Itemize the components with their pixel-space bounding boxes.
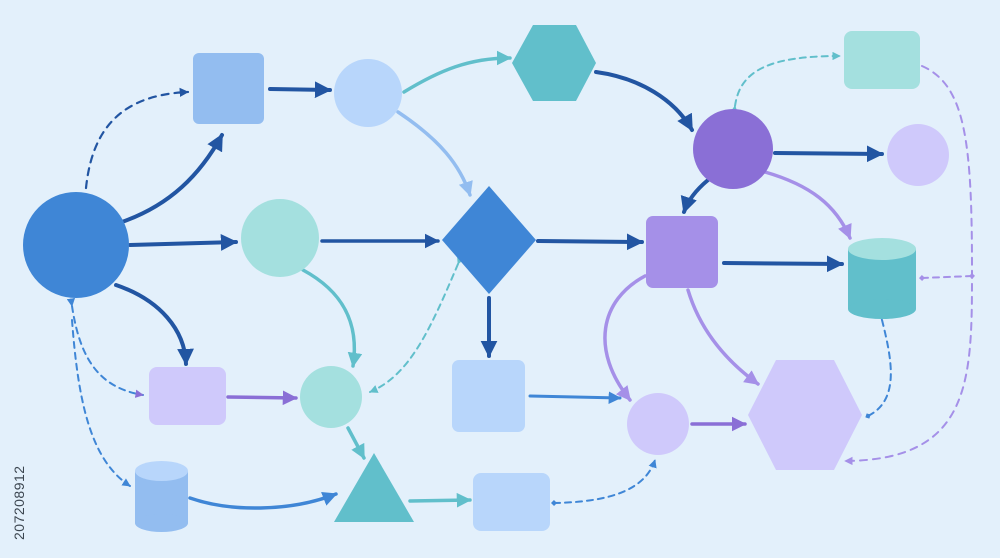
connector-pale-square-to-lavender-circle [528,391,622,405]
node-lavender-rect-left [149,367,226,425]
connector-top-square-to-hexagon-dashed [844,65,974,466]
node-big-blue-circle [23,192,129,298]
node-blue-diamond [442,186,536,294]
connector-diamond-to-small-teal-circle-dashed [369,255,465,393]
connector-small-teal-circle-to-triangle [346,426,366,460]
connector-purple-circle-to-cylinder [763,170,852,240]
node-pale-blue-circle [334,59,402,127]
connector-purple-square-to-lavender-circle [603,274,647,402]
node-pale-rect-bottom [473,473,550,531]
node-purple-square [646,216,718,288]
node-purple-circle [693,109,773,189]
node-blue-cylinder [135,461,188,532]
connector-square-to-pale-circle [268,81,332,99]
connector-cylinder-to-hexagon-dashed [865,311,892,419]
node-teal-triangle [334,453,414,522]
connector-bigcircle-to-lavender-rect-dashed [66,297,144,398]
connector-pale-circle-to-hexagon [402,50,512,94]
stock-id-watermark: 207208912 [11,465,27,540]
connector-bigcircle-to-teal-circle [128,234,238,251]
connector-triangle-to-pale-rect [408,492,472,508]
node-lavender-circle-bottom [627,393,689,455]
connector-diamond-to-purple-square [536,233,644,251]
node-pale-square-center [452,360,525,432]
node-teal-circle-mid [241,199,319,277]
connectors [66,50,975,510]
connector-purple-circle-to-purple-square [680,178,710,214]
connector-bigcircle-to-square [120,133,224,224]
connector-pale-rect-to-lavender-circle-dashed [551,459,657,506]
node-teal-cylinder [848,238,916,319]
connector-purple-square-to-lavender-hexagon [686,288,760,386]
connector-pale-circle-to-diamond [396,110,473,197]
node-lavender-hexagon [748,360,862,470]
connector-teal-circle-to-small-teal-circle [301,268,363,368]
node-teal-hexagon [512,25,596,101]
connector-bigcircle-to-lavender-rect [114,283,194,366]
connector-purple-circle-to-lavender-circle [773,145,884,163]
connector-cylinder-to-right-line-dashed [919,273,975,281]
node-lavender-circle-right [887,124,949,186]
node-teal-circle-small [300,366,362,428]
connector-lavender-rect-to-small-teal-circle [226,390,298,406]
connector-bigcircle-to-cylinder-dashed [71,319,131,487]
node-blue-square [193,53,264,124]
nodes [23,25,949,532]
connector-bigcircle-to-square-dashed [84,87,190,190]
connector-purple-square-to-cylinder [722,255,844,273]
connector-hexagon-to-purple-circle [594,70,694,132]
connector-purple-circle-to-top-square-dashed [729,51,841,115]
node-teal-square-top-right [844,31,920,89]
connector-cylinder-to-triangle [188,491,338,510]
